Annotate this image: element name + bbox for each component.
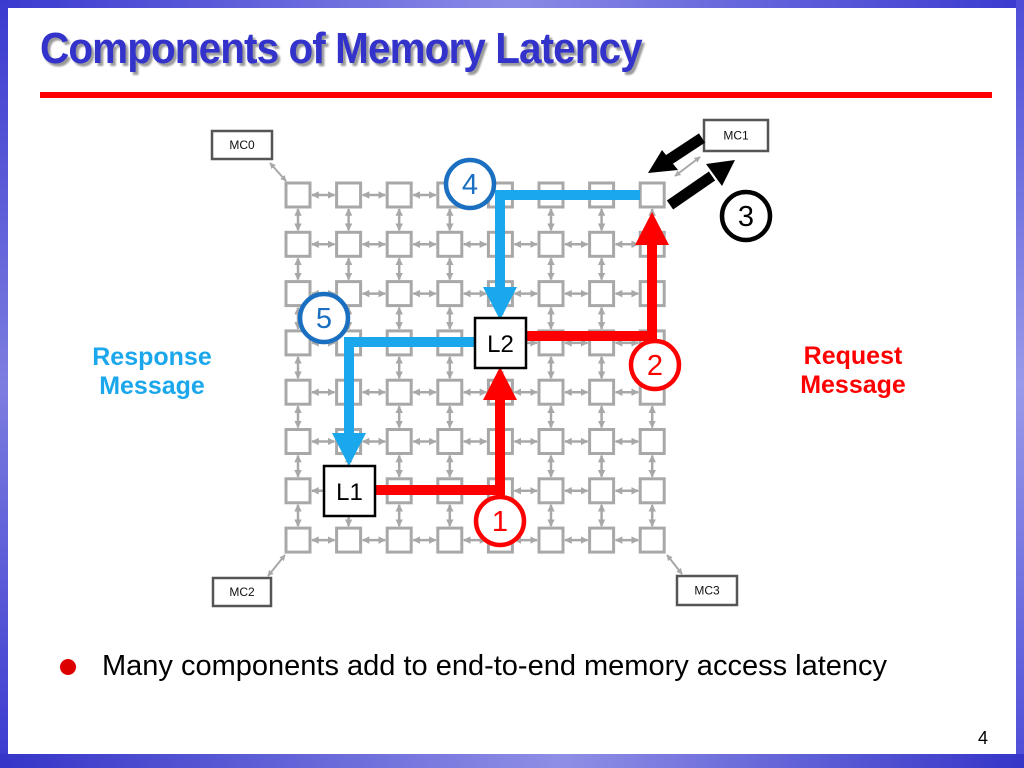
mc-access-arrow-in (663, 133, 706, 166)
memory-controller-mc2 (211, 576, 273, 608)
request-arrowhead-mc (635, 212, 669, 245)
response-label-line2: Message (99, 372, 205, 400)
request-message-label: Request Message (770, 342, 936, 400)
response-path-mc-to-l2 (495, 190, 640, 290)
response-path-l2-to-l1 (344, 337, 474, 436)
slide-frame-bottom (0, 754, 1024, 768)
step-marker-3 (719, 189, 773, 243)
memory-controller-label: MC3 (694, 584, 720, 598)
memory-controller-mc1 (702, 118, 770, 153)
step-number: 2 (647, 350, 663, 382)
mc-link (267, 554, 286, 577)
response-label-line1: Response (92, 343, 212, 371)
step-markers: 1 2 3 4 5 (297, 157, 773, 548)
mesh-node (436, 428, 464, 455)
mesh-node (436, 230, 464, 258)
mesh-node (537, 428, 565, 455)
mesh-node (588, 230, 616, 258)
memory-controller-label: MC1 (723, 129, 749, 143)
request-label-line2: Message (800, 371, 906, 399)
cache-l2 (473, 316, 528, 370)
step-marker-4 (443, 157, 497, 211)
mesh-node (588, 280, 616, 308)
mc-link (666, 554, 683, 575)
request-path-l1-to-l2 (374, 392, 505, 495)
mc-link (674, 156, 701, 177)
cache-label: L1 (336, 479, 363, 506)
mesh-node (284, 230, 312, 258)
mc-link (269, 162, 287, 182)
mesh-node (335, 526, 363, 554)
response-arrowhead-l2 (483, 287, 517, 320)
mesh-node (385, 280, 413, 308)
memory-controller-label: MC2 (229, 585, 255, 599)
bullet-item: Many components add to end-to-end memory… (60, 650, 887, 683)
cache-l1 (322, 464, 377, 518)
mesh-node (537, 230, 565, 258)
response-arrowhead-l1 (332, 433, 366, 466)
mesh-node (284, 477, 312, 505)
mesh-node (385, 378, 413, 406)
mesh-node (588, 428, 616, 455)
mesh-node (284, 526, 312, 554)
mesh-node (588, 477, 616, 505)
mesh-node (335, 230, 363, 258)
mesh-node (284, 378, 312, 406)
cache-nodes: L1 L2 (322, 316, 528, 518)
mesh-node (436, 280, 464, 308)
mesh-node (436, 526, 464, 554)
memory-controller-mc0 (210, 129, 274, 161)
step-number: 1 (492, 506, 508, 538)
slide-frame-top (0, 0, 1024, 8)
request-arrowhead-l2 (483, 367, 517, 400)
step-marker-5 (297, 291, 351, 345)
title-underline (40, 92, 992, 98)
mc-access-arrowhead-out (706, 160, 735, 186)
mesh-node (638, 526, 666, 554)
mesh-node (385, 428, 413, 455)
step-marker-2 (628, 338, 682, 392)
mesh-node (537, 526, 565, 554)
mesh-node (638, 181, 666, 209)
mc-access-arrowhead-in (648, 150, 678, 173)
page-number: 4 (977, 728, 988, 748)
mesh-node (588, 526, 616, 554)
step-number: 4 (462, 169, 478, 201)
cache-label: L2 (487, 331, 514, 358)
slide-frame-left (0, 0, 8, 768)
mesh-node (537, 378, 565, 406)
mesh-node (385, 526, 413, 554)
slide-frame-right (1016, 0, 1024, 768)
step-number: 3 (738, 201, 754, 233)
mesh-node (284, 428, 312, 455)
response-message-label: Response Message (70, 343, 234, 401)
mesh-node (537, 280, 565, 308)
mesh-node (436, 378, 464, 406)
slide-title: Components of Memory Latency (40, 24, 643, 73)
step-number: 5 (316, 303, 332, 335)
bullet-icon (60, 658, 76, 675)
memory-controller-mc3 (675, 574, 739, 607)
mc-access-arrow-out (666, 171, 716, 210)
mesh-node (588, 378, 616, 406)
mesh-node (385, 181, 413, 209)
message-paths (332, 133, 735, 495)
mesh-node (284, 181, 312, 209)
mesh-node (638, 477, 666, 505)
request-label-line1: Request (803, 342, 903, 370)
mesh-node (537, 477, 565, 505)
bullet-text: Many components add to end-to-end memory… (102, 650, 888, 682)
step-marker-1 (473, 494, 527, 548)
memory-controller-label: MC0 (229, 138, 255, 152)
mesh-node (335, 181, 363, 209)
mesh-node (385, 230, 413, 258)
mesh-node (638, 428, 666, 455)
request-path-l2-to-mc (526, 240, 657, 341)
